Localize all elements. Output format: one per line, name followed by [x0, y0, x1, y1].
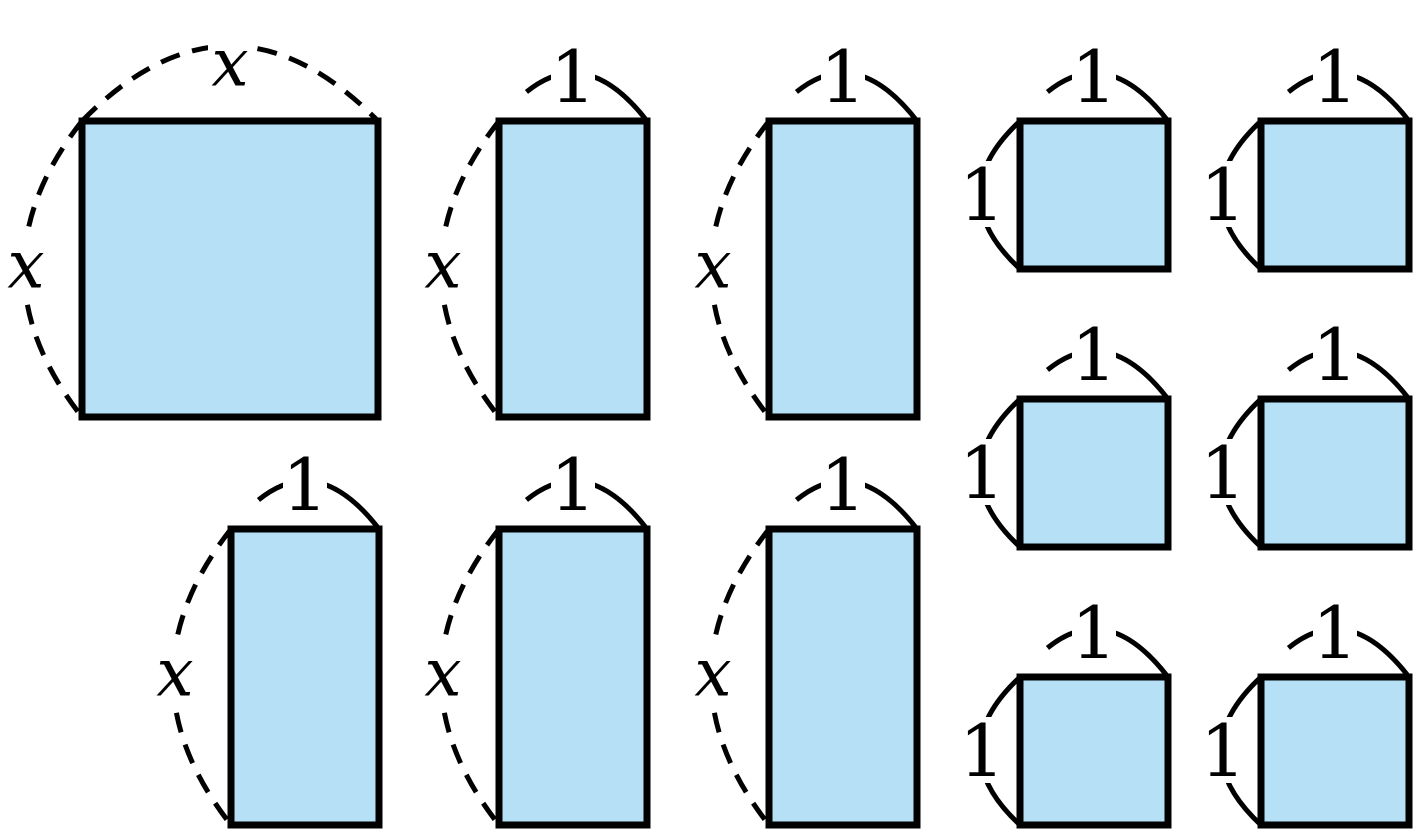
- tile-rect: [78, 117, 382, 421]
- height-label: x: [694, 635, 731, 712]
- tile-unit-square: 11: [959, 591, 1172, 829]
- height-label: 1: [1200, 153, 1246, 237]
- label-backing: [551, 447, 595, 517]
- tile-x-bar: 1x: [151, 443, 383, 829]
- tile-unit-square: 11: [959, 35, 1172, 273]
- tile-rect: [765, 117, 921, 421]
- tile-rect: [495, 525, 651, 829]
- height-brace: [708, 119, 771, 419]
- label-backing: [1313, 39, 1357, 109]
- height-label: x: [694, 227, 731, 304]
- height-label: 1: [1200, 709, 1246, 793]
- tile-x-bar: 1x: [419, 443, 651, 829]
- height-label: x: [7, 227, 44, 304]
- tile-unit-square: 11: [1200, 591, 1413, 829]
- label-backing: [1313, 317, 1357, 387]
- tile-rect: [765, 525, 921, 829]
- label-backing: [1072, 39, 1116, 109]
- width-label: 1: [1071, 591, 1117, 675]
- width-label: 1: [820, 443, 866, 527]
- label-backing: [962, 439, 1002, 505]
- label-backing: [689, 235, 737, 301]
- tile-x-square: xx: [2, 25, 382, 421]
- tile-rect: [1016, 673, 1172, 829]
- tile-unit-square: 11: [1200, 35, 1413, 273]
- width-label: 1: [820, 35, 866, 119]
- label-backing: [962, 717, 1002, 783]
- width-label: 1: [550, 443, 596, 527]
- tile-unit-square: 11: [959, 313, 1172, 551]
- label-backing: [419, 235, 467, 301]
- label-backing: [2, 235, 50, 301]
- tile-rect: [1257, 395, 1413, 551]
- height-label: x: [424, 635, 461, 712]
- width-label: 1: [1312, 313, 1358, 397]
- tile-rect: [1016, 117, 1172, 273]
- height-brace: [438, 119, 501, 419]
- height-brace: [708, 527, 771, 827]
- label-backing: [821, 39, 865, 109]
- label-backing: [1072, 595, 1116, 665]
- label-backing: [551, 39, 595, 109]
- label-backing: [208, 29, 252, 99]
- height-label: 1: [959, 709, 1005, 793]
- label-backing: [1203, 439, 1243, 505]
- label-backing: [962, 161, 1002, 227]
- tile-x-bar: 1x: [419, 35, 651, 421]
- tile-x-bar: 1x: [689, 443, 921, 829]
- height-label: x: [424, 227, 461, 304]
- label-backing: [1203, 161, 1243, 227]
- height-brace: [21, 119, 84, 419]
- tile-rect: [1016, 395, 1172, 551]
- height-label: 1: [1200, 431, 1246, 515]
- label-backing: [689, 643, 737, 709]
- width-label: x: [211, 25, 248, 102]
- tile-rect: [227, 525, 383, 829]
- width-label: 1: [1071, 35, 1117, 119]
- label-backing: [419, 643, 467, 709]
- height-label: x: [156, 635, 193, 712]
- width-label: 1: [282, 443, 328, 527]
- label-backing: [821, 447, 865, 517]
- tile-rect: [1257, 673, 1413, 829]
- label-backing: [283, 447, 327, 517]
- label-backing: [1072, 317, 1116, 387]
- tile-rect: [495, 117, 651, 421]
- width-label: 1: [1312, 591, 1358, 675]
- height-brace: [170, 527, 233, 827]
- width-label: 1: [1071, 313, 1117, 397]
- width-label: 1: [550, 35, 596, 119]
- label-backing: [1203, 717, 1243, 783]
- tile-unit-square: 11: [1200, 313, 1413, 551]
- height-brace: [438, 527, 501, 827]
- label-backing: [1313, 595, 1357, 665]
- label-backing: [151, 643, 199, 709]
- tile-x-bar: 1x: [689, 35, 921, 421]
- height-label: 1: [959, 431, 1005, 515]
- tile-rect: [1257, 117, 1413, 273]
- height-label: 1: [959, 153, 1005, 237]
- width-label: 1: [1312, 35, 1358, 119]
